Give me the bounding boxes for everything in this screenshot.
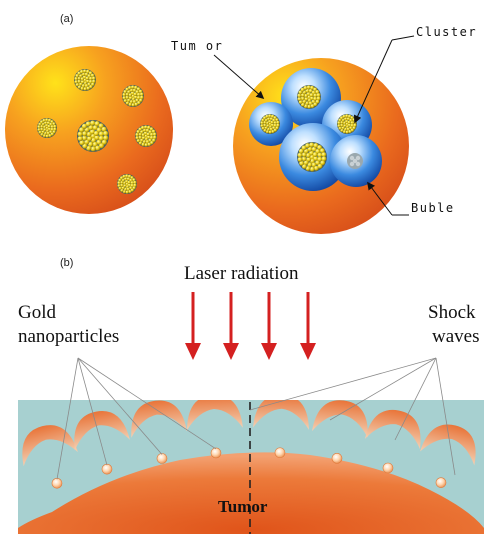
nanoparticle-cluster [337,114,357,134]
gold-particle [331,453,343,464]
shock-label-line1: Shock [428,302,476,323]
nanoparticle-cluster [122,85,144,107]
pointer-line [329,357,437,421]
panel-b-label: (b) [60,257,73,269]
laser-arrow-group [185,292,316,360]
svg-text:Cluster: Cluster [416,25,477,39]
nanoparticle-cluster [77,120,109,152]
panel-a-label: (a) [60,13,73,25]
gold-particle [156,453,168,464]
shock-wave [420,424,476,466]
shock-label-line2: waves [432,326,479,347]
gold-particle [435,477,447,488]
gold-particle [274,447,286,459]
svg-text:Tum or: Tum or [171,39,223,53]
shock-wave [252,400,309,430]
shock-wave [364,409,421,449]
cluster-group-right [260,85,363,172]
shock-wave [131,400,187,438]
laser-radiation-label: Laser radiation [184,263,299,284]
shock-wave [74,411,130,451]
nanoparticle-cluster [135,125,157,147]
gold-particle [382,462,394,474]
svg-text:Buble: Buble [411,201,455,215]
tumor-surface [18,452,484,534]
pointer-line [435,357,456,476]
callout-cluster: Cluster [353,25,477,124]
nanoparticle-cluster [297,142,327,172]
nanoparticle-cluster [117,174,137,194]
pointer-line [77,357,163,455]
gold-particle-group [51,447,447,489]
tumor-label: Tumor [218,497,268,516]
nanoparticle-cluster [74,69,96,91]
cluster-group-left [37,69,157,194]
gold-particle [210,447,222,459]
shock-wave-group [22,400,476,467]
callout-tumor: Tum or [171,39,265,100]
shock-wave [22,425,78,467]
gold-label-line1: Gold [18,302,57,323]
laser-arrow [261,292,277,360]
gold-label-line2: nanoparticles [18,326,119,347]
nanoparticle-cluster [260,114,280,134]
pointer-line [249,357,437,411]
nanoparticle-cluster-small [347,153,363,169]
nanoparticle-cluster [37,118,57,138]
pointer-lines [56,357,456,480]
nanoparticle-cluster [297,85,321,109]
shock-wave [311,400,368,438]
pointer-line [77,357,217,450]
laser-arrow [185,292,201,360]
gold-particle [51,477,63,489]
pointer-line [77,357,108,466]
pointer-line [394,357,437,441]
pointer-line [56,357,79,480]
callout-bubble: Buble [367,181,455,216]
shock-wave [186,400,243,431]
laser-arrow [300,292,316,360]
gold-particle [101,463,113,475]
laser-arrow [223,292,239,360]
